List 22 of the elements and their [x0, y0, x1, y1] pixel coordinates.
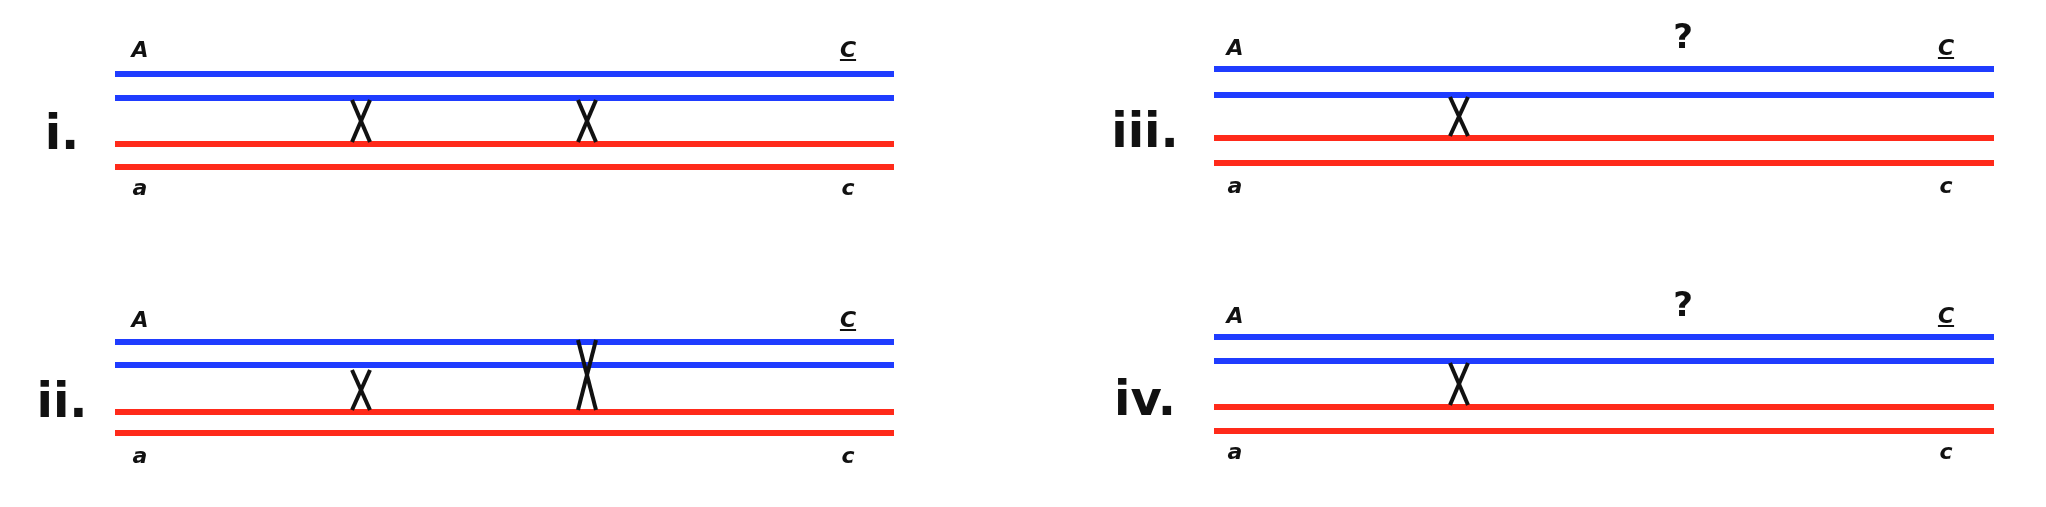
allele-label: a — [132, 445, 148, 467]
panel-numeral: ii. — [36, 376, 88, 424]
question-mark: ? — [1673, 19, 1693, 53]
panel-numeral: i. — [44, 108, 80, 156]
allele-label: A — [131, 309, 149, 331]
panel-numeral: iv. — [1113, 374, 1177, 422]
allele-label: a — [1227, 175, 1243, 197]
allele-label: C — [1937, 305, 1955, 327]
allele-label: c — [841, 177, 855, 199]
allele-label: C — [839, 39, 857, 61]
allele-label: a — [1227, 441, 1243, 463]
allele-label: c — [841, 445, 855, 467]
allele-label: A — [1226, 305, 1244, 327]
panel-numeral: iii. — [1111, 106, 1179, 154]
allele-label: A — [131, 39, 149, 61]
allele-label: c — [1939, 175, 1953, 197]
allele-label: C — [1937, 37, 1955, 59]
allele-label: a — [132, 177, 148, 199]
allele-label: c — [1939, 441, 1953, 463]
allele-label: C — [839, 309, 857, 331]
question-mark: ? — [1673, 287, 1693, 321]
allele-label: A — [1226, 37, 1244, 59]
